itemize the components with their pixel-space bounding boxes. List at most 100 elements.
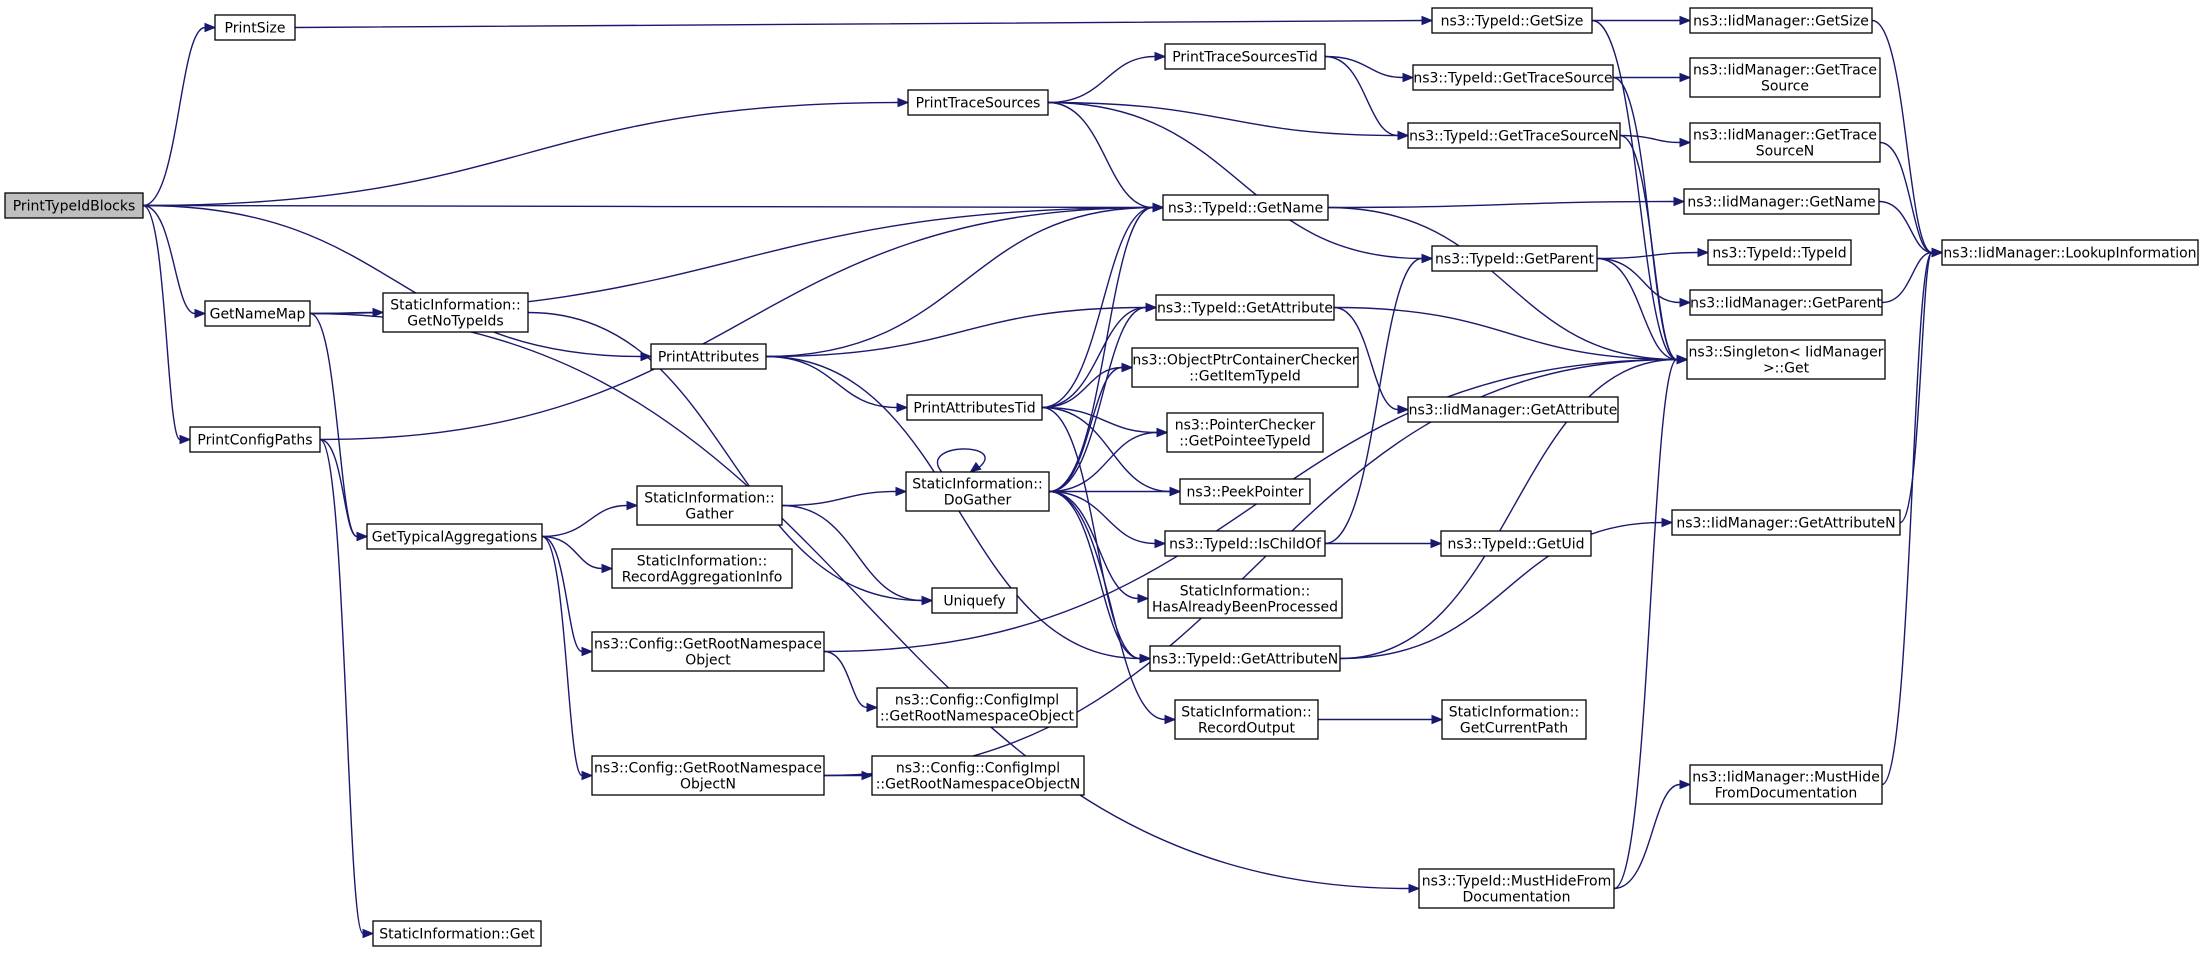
node-ns3-iidmanager-gettracesourcen[interactable]: ns3::IidManager::GetTraceSourceN [1689, 122, 1881, 163]
node-box[interactable] [1440, 530, 1592, 557]
node-box[interactable] [1162, 194, 1329, 221]
node-staticinformation-recordaggregationinfo[interactable]: StaticInformation::RecordAggregationInfo [611, 548, 793, 589]
node-box[interactable] [1147, 578, 1343, 619]
node-label-line: ns3::IidManager::LookupInformation [1943, 246, 2196, 262]
node-box[interactable] [214, 14, 296, 41]
node-box[interactable] [1689, 122, 1881, 163]
node-ns3-iidmanager-getparent[interactable]: ns3::IidManager::GetParent [1689, 289, 1883, 316]
node-label-line: ns3::TypeId::GetSize [1441, 14, 1584, 30]
node-box[interactable] [1164, 530, 1326, 557]
node-ns3-peekpointer[interactable]: ns3::PeekPointer [1179, 478, 1311, 505]
node-ns3-objectptrcontainerchecker-getitemtypeid[interactable]: ns3::ObjectPtrContainerChecker::GetItemT… [1131, 347, 1359, 388]
node-printsize[interactable]: PrintSize [214, 14, 296, 41]
node-ns3-typeid-getsize[interactable]: ns3::TypeId::GetSize [1431, 7, 1593, 34]
node-box[interactable] [931, 587, 1018, 614]
node-ns3-iidmanager-getsize[interactable]: ns3::IidManager::GetSize [1689, 7, 1873, 34]
node-ns3-iidmanager-musthidefromdocumentation[interactable]: ns3::IidManager::MustHideFromDocumentati… [1689, 764, 1883, 805]
node-printtracesourcestid[interactable]: PrintTraceSourcesTid [1164, 43, 1326, 70]
node-box[interactable] [1431, 245, 1598, 272]
node-box[interactable] [1689, 7, 1873, 34]
node-ns3-typeid-getname[interactable]: ns3::TypeId::GetName [1162, 194, 1329, 221]
node-staticinformation-getnotypeids[interactable]: StaticInformation::GetNoTypeIds [382, 292, 529, 333]
node-box[interactable] [1941, 239, 2199, 266]
node-ns3-typeid-getattributen[interactable]: ns3::TypeId::GetAttributeN [1149, 645, 1341, 672]
node-box[interactable] [1441, 699, 1587, 740]
node-box[interactable] [1166, 412, 1324, 453]
node-box[interactable] [611, 548, 793, 589]
node-box[interactable] [906, 394, 1043, 421]
node-box[interactable] [1179, 478, 1311, 505]
node-staticinformation-hasalreadybeenprocessed[interactable]: StaticInformation::HasAlreadyBeenProcess… [1147, 578, 1343, 619]
node-ns3-config-getrootnamespaceobjectn[interactable]: ns3::Config::GetRootNamespaceObjectN [591, 755, 825, 796]
node-box[interactable] [1689, 289, 1883, 316]
node-printtracesources[interactable]: PrintTraceSources [907, 89, 1049, 116]
edges-layer [142, 15, 1944, 939]
node-box[interactable] [372, 920, 542, 947]
node-box[interactable] [1155, 294, 1335, 321]
node-box[interactable] [1131, 347, 1359, 388]
node-box[interactable] [1431, 7, 1593, 34]
node-ns3-typeid-gettracesourcen[interactable]: ns3::TypeId::GetTraceSourceN [1407, 122, 1621, 149]
node-box[interactable] [1418, 868, 1615, 909]
node-ns3-typeid-getparent[interactable]: ns3::TypeId::GetParent [1431, 245, 1598, 272]
node-getnamemap[interactable]: GetNameMap [204, 300, 311, 327]
node-box[interactable] [876, 687, 1078, 728]
node-gettypicalaggregations[interactable]: GetTypicalAggregations [366, 523, 543, 550]
edge-staticinformation-dogather-to-staticinformation-hasalreadybeenprocessed [1048, 490, 1150, 604]
node-box[interactable] [1149, 645, 1341, 672]
node-box[interactable] [4, 192, 144, 219]
node-ns3-config-configimpl-getrootnamespaceobject[interactable]: ns3::Config::ConfigImpl::GetRootNamespac… [876, 687, 1078, 728]
node-box[interactable] [1707, 239, 1852, 266]
node-ns3-typeid-ischildof[interactable]: ns3::TypeId::IsChildOf [1164, 530, 1326, 557]
node-staticinformation-dogather[interactable]: StaticInformation::DoGather [905, 471, 1050, 512]
node-ns3-singleton-iidmanager-get[interactable]: ns3::Singleton< IidManager>::Get [1686, 339, 1886, 380]
node-ns3-iidmanager-getattribute[interactable]: ns3::IidManager::GetAttribute [1407, 396, 1619, 423]
node-box[interactable] [1407, 122, 1621, 149]
node-box[interactable] [1686, 339, 1886, 380]
node-box[interactable] [366, 523, 543, 550]
node-printconfigpaths[interactable]: PrintConfigPaths [189, 426, 321, 453]
node-staticinformation-get[interactable]: StaticInformation::Get [372, 920, 542, 947]
node-ns3-typeid-getattribute[interactable]: ns3::TypeId::GetAttribute [1155, 294, 1335, 321]
node-ns3-pointerchecker-getpointeetypeid[interactable]: ns3::PointerChecker::GetPointeeTypeId [1166, 412, 1324, 453]
edge-printattributestid-to-ns3-peekpointer [1041, 406, 1182, 497]
node-staticinformation-recordoutput[interactable]: StaticInformation::RecordOutput [1174, 699, 1319, 740]
node-box[interactable] [189, 426, 321, 453]
node-box[interactable] [871, 755, 1085, 796]
node-ns3-iidmanager-gettracesource[interactable]: ns3::IidManager::GetTraceSource [1689, 57, 1881, 98]
node-box[interactable] [1671, 509, 1901, 536]
node-box[interactable] [907, 89, 1049, 116]
edge-printtracesources-to-ns3-typeid-getparent [1047, 101, 1434, 264]
node-box[interactable] [1164, 43, 1326, 70]
edge-gettypicalaggregations-to-staticinformation-gather [541, 500, 639, 538]
node-box[interactable] [1689, 764, 1883, 805]
node-ns3-typeid-getuid[interactable]: ns3::TypeId::GetUid [1440, 530, 1592, 557]
edge-ns3-typeid-gettracesourcen-to-ns3-iidmanager-gettracesourcen [1619, 134, 1692, 148]
node-box[interactable] [591, 755, 825, 796]
node-box[interactable] [1412, 64, 1614, 91]
node-uniquefy[interactable]: Uniquefy [931, 587, 1018, 614]
node-ns3-iidmanager-getname[interactable]: ns3::IidManager::GetName [1683, 188, 1880, 215]
node-box[interactable] [650, 343, 767, 370]
node-box[interactable] [382, 292, 529, 333]
node-ns3-config-getrootnamespaceobject[interactable]: ns3::Config::GetRootNamespaceObject [591, 631, 825, 672]
node-ns3-typeid-gettracesource[interactable]: ns3::TypeId::GetTraceSource [1412, 64, 1614, 91]
node-ns3-config-configimpl-getrootnamespaceobjectn[interactable]: ns3::Config::ConfigImpl::GetRootNamespac… [871, 755, 1085, 796]
node-staticinformation-gather[interactable]: StaticInformation::Gather [636, 485, 783, 526]
node-printtypeidblocks[interactable]: PrintTypeIdBlocks [4, 192, 144, 219]
node-printattributestid[interactable]: PrintAttributesTid [906, 394, 1043, 421]
node-ns3-iidmanager-getattributen[interactable]: ns3::IidManager::GetAttributeN [1671, 509, 1901, 536]
node-box[interactable] [591, 631, 825, 672]
node-printattributes[interactable]: PrintAttributes [650, 343, 767, 370]
node-ns3-typeid-typeid[interactable]: ns3::TypeId::TypeId [1707, 239, 1852, 266]
node-box[interactable] [1689, 57, 1881, 98]
node-staticinformation-getcurrentpath[interactable]: StaticInformation::GetCurrentPath [1441, 699, 1587, 740]
node-ns3-iidmanager-lookupinformation[interactable]: ns3::IidManager::LookupInformation [1941, 239, 2199, 266]
node-box[interactable] [1407, 396, 1619, 423]
node-box[interactable] [636, 485, 783, 526]
node-box[interactable] [204, 300, 311, 327]
node-box[interactable] [1174, 699, 1319, 740]
node-box[interactable] [1683, 188, 1880, 215]
node-box[interactable] [905, 471, 1050, 512]
